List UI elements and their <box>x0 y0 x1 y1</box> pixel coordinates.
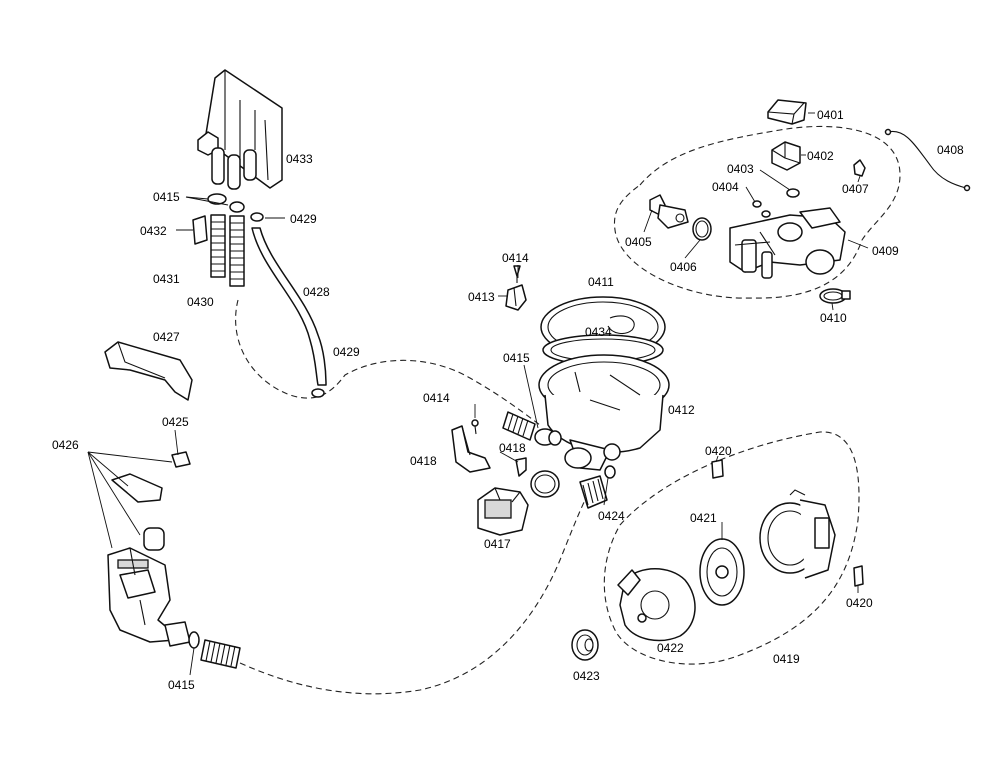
part-0401-cap <box>767 99 807 125</box>
callout-0406: 0406 <box>670 260 697 274</box>
callout-0401: 0401 <box>817 108 844 122</box>
callout-0403: 0403 <box>727 162 754 176</box>
part-0434-filter <box>607 315 635 335</box>
part-0427-cover <box>104 341 193 401</box>
callout-0410: 0410 <box>820 311 847 325</box>
callout-0404: 0404 <box>712 180 739 194</box>
part-0407-clip <box>853 159 866 177</box>
part-0426-drain-pump <box>107 473 191 647</box>
callout-0424: 0424 <box>598 509 625 523</box>
part-0412-sump <box>538 354 670 471</box>
callout-0407: 0407 <box>842 182 869 196</box>
part-0417-block <box>477 487 529 536</box>
part-0428-hose <box>251 227 327 386</box>
callout-0430: 0430 <box>187 295 214 309</box>
callout-0433: 0433 <box>286 152 313 166</box>
callout-0420-top: 0420 <box>705 444 732 458</box>
part-0429-seal-top <box>250 212 264 222</box>
callout-0411: 0411 <box>588 275 614 289</box>
callout-0426: 0426 <box>52 438 79 452</box>
callout-0420-right: 0420 <box>846 596 873 610</box>
callout-0434: 0434 <box>585 325 612 339</box>
part-0404-ring <box>752 200 762 208</box>
part-0414-screw-top <box>513 265 521 283</box>
callout-0419: 0419 <box>773 652 800 666</box>
part-0424-seal <box>530 465 616 509</box>
callout-0427: 0427 <box>153 330 180 344</box>
part-0415-seal-bottom <box>188 631 200 649</box>
part-0408-wire <box>884 128 971 192</box>
part-0414-screw-lower <box>471 419 479 435</box>
leader-lines <box>174 112 869 676</box>
callout-0431: 0431 <box>153 272 180 286</box>
callout-0415-top: 0415 <box>153 190 180 204</box>
callout-0412: 0412 <box>668 403 695 417</box>
part-0420-clip-right <box>853 565 864 587</box>
part-0421-impeller <box>699 538 745 606</box>
callout-0405: 0405 <box>625 235 652 249</box>
part-0415-hose-bottom <box>200 639 241 669</box>
part-0433-airbreak <box>197 69 283 190</box>
part-0423-grommet <box>571 629 599 661</box>
callout-0428: 0428 <box>303 285 330 299</box>
part-0405-sensor <box>649 194 689 229</box>
callout-0417: 0417 <box>484 537 511 551</box>
part-0426-leaders <box>87 451 173 549</box>
callout-labels: 0401 0402 0403 0404 0405 0406 0407 0408 … <box>52 108 964 692</box>
callout-0432: 0432 <box>140 224 167 238</box>
part-0415-hose-mid <box>502 411 562 446</box>
callout-0409: 0409 <box>872 244 899 258</box>
part-0404-ring-2 <box>761 210 771 218</box>
callout-0429-bottom: 0429 <box>333 345 360 359</box>
callout-0415-mid: 0415 <box>503 351 530 365</box>
hose-routing-line <box>235 299 541 426</box>
callout-0418-right: 0418 <box>499 441 526 455</box>
part-0418-clip <box>515 457 527 477</box>
pump-assembly-outline <box>603 431 860 665</box>
callout-0414-lower: 0414 <box>423 391 450 405</box>
callout-0422: 0422 <box>657 641 684 655</box>
part-0425-clip <box>171 451 191 468</box>
callout-0415-bottom: 0415 <box>168 678 195 692</box>
drain-routing-line <box>239 499 586 695</box>
part-0415-seal-top-b <box>229 201 245 213</box>
part-0403-ring <box>786 188 800 198</box>
callout-0421: 0421 <box>690 511 717 525</box>
callout-0413: 0413 <box>468 290 495 304</box>
part-0418-bracket <box>451 425 491 473</box>
part-0422-pump-housing <box>617 568 696 642</box>
callout-0423: 0423 <box>573 669 600 683</box>
callout-0418-left: 0418 <box>410 454 437 468</box>
part-0432-clip <box>192 215 208 245</box>
callout-0402: 0402 <box>807 149 834 163</box>
part-0431-hose <box>210 214 226 278</box>
callout-0408: 0408 <box>937 143 964 157</box>
callout-0414-top: 0414 <box>502 251 529 265</box>
valve-assembly-outline <box>613 125 901 299</box>
part-0411-gasket <box>540 296 666 366</box>
callout-0425: 0425 <box>162 415 189 429</box>
part-0419-motor <box>759 489 836 579</box>
part-0402-valve <box>771 141 801 171</box>
part-0430-hose <box>229 215 245 287</box>
part-0410-clamp <box>819 288 851 304</box>
part-0420-clip-top <box>711 459 724 479</box>
part-0409-valve-body <box>729 207 846 279</box>
part-0413-bracket <box>505 284 527 311</box>
part-0429-seal-bottom <box>311 388 325 398</box>
callout-0429-top: 0429 <box>290 212 317 226</box>
